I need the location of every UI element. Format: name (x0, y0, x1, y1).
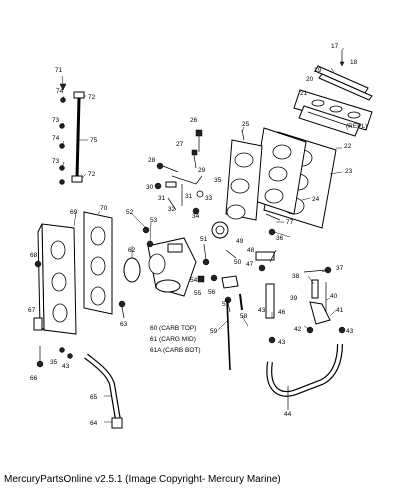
callout-69: 69 (70, 209, 78, 216)
callout-29: 29 (198, 167, 206, 174)
callout-25: 25 (242, 121, 250, 128)
callout-74b: 74 (52, 135, 60, 142)
callout-42: 42 (294, 326, 302, 333)
fasteners-left (33, 260, 126, 368)
callout-75: 75 (90, 137, 98, 144)
callout-23: 23 (345, 168, 353, 175)
callout-62: 62 (128, 247, 136, 254)
callout-26: 26 (190, 117, 198, 124)
callout-64: 64 (90, 420, 98, 427)
callout-72b: 72 (88, 171, 96, 178)
callout-47: 47 (246, 261, 254, 268)
callout-34: 34 (192, 213, 200, 220)
carb-legend-top: 60 (CARB TOP) (150, 325, 196, 332)
callout-73b: 73 (52, 158, 60, 165)
callout-44: 44 (284, 411, 292, 418)
callout-24: 24 (312, 196, 320, 203)
callout-65: 65 (90, 394, 98, 401)
callout-19: 19 (314, 67, 322, 74)
callout-18: 18 (350, 59, 358, 66)
callout-59: 59 (210, 328, 218, 335)
callout-68: 68 (30, 252, 38, 259)
callout-30: 30 (146, 184, 154, 191)
callout-38: 38 (292, 273, 300, 280)
callout-63: 63 (120, 321, 128, 328)
callout-51: 51 (200, 236, 208, 243)
fuel-hose-65 (84, 353, 123, 429)
callout-46: 46 (278, 309, 286, 316)
leader-lines (61, 47, 345, 423)
right-bracket-37-43 (303, 266, 346, 334)
exploded-parts-diagram: 17 18 19 20 21 22 23 24 25 26 27 28 29 3… (28, 43, 373, 429)
callout-43a: 43 (346, 328, 354, 335)
callout-32: 32 (168, 206, 176, 213)
callout-41: 41 (336, 307, 344, 314)
air-box-gasket-70 (83, 211, 113, 315)
callout-48: 48 (247, 247, 255, 254)
callout-73a: 73 (52, 117, 60, 124)
callout-22: 22 (344, 143, 352, 150)
intake-adaptor-25 (225, 129, 263, 221)
callout-43b: 43 (278, 339, 286, 346)
callout-71: 71 (55, 67, 63, 74)
intake-manifold-24 (251, 127, 307, 215)
callout-52: 52 (126, 209, 134, 216)
callout-31b: 31 (185, 193, 193, 200)
callout-66: 66 (30, 375, 38, 382)
callout-55: 55 (194, 290, 202, 297)
callout-labels: 17 18 19 20 21 22 23 24 25 26 27 28 29 3… (28, 43, 367, 427)
callout-40: 40 (330, 293, 338, 300)
reed-stop-17-19 (314, 50, 373, 101)
callout-53: 53 (150, 217, 158, 224)
callout-35a: 35 (214, 177, 222, 184)
callout-74a: 74 (56, 88, 64, 95)
callout-58: 58 (240, 313, 248, 320)
callout-27: 27 (176, 141, 184, 148)
callout-50: 50 (234, 259, 242, 266)
callout-20: 20 (306, 76, 314, 83)
callout-39: 39 (290, 295, 298, 302)
callout-43c: 43 (258, 307, 266, 314)
callout-72a: 72 (88, 94, 96, 101)
callout-70: 70 (100, 205, 108, 212)
callout-37: 37 (336, 265, 344, 272)
carb-legend-bot: 61A (CARB BOT) (150, 347, 201, 354)
callout-67: 67 (28, 307, 36, 314)
carb-legend-mid: 61 (CARG MID) (150, 336, 196, 343)
linkage-29-35 (154, 175, 204, 215)
callout-28: 28 (148, 157, 156, 164)
callout-54: 54 (190, 277, 198, 284)
callout-35b: 35 (50, 359, 58, 366)
callout-56: 56 (208, 289, 216, 296)
image-copyright-caption: MercuryPartsOnline v2.5.1 (Image Copyrig… (4, 474, 281, 485)
reed-block-gasket-21 (293, 89, 373, 131)
reed-plate-22 (298, 105, 361, 137)
callout-77: 77 (286, 219, 294, 226)
callout-17: 17 (331, 43, 339, 50)
callout-36: 36 (276, 235, 284, 242)
throttle-rod-59 (226, 299, 231, 371)
fuel-hose-44 (266, 343, 343, 410)
callout-33: 33 (205, 195, 213, 202)
callout-43d: 43 (62, 363, 70, 370)
air-box-cover-69 (37, 223, 77, 335)
callout-57: 57 (222, 301, 230, 308)
right-fittings (255, 213, 281, 344)
repl-note: (REPL) (346, 123, 367, 130)
callout-31a: 31 (158, 195, 166, 202)
carburetor-60-61 (123, 226, 197, 297)
screws-26-27-28 (156, 129, 203, 173)
callout-21: 21 (300, 90, 308, 97)
callout-49: 49 (236, 238, 244, 245)
